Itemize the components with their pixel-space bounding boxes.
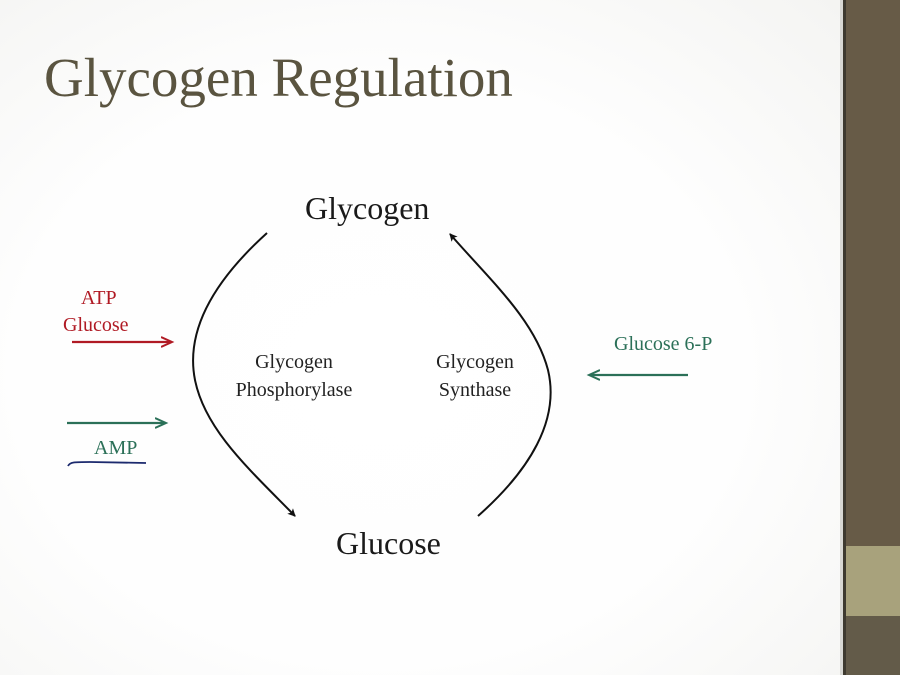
amp-underline-mark xyxy=(67,461,147,467)
effector-amp: AMP xyxy=(94,437,138,459)
sidebar-dark-edge xyxy=(843,0,846,675)
slide-canvas: Glycogen Regulation Glycogen Glucose Gly… xyxy=(0,0,843,675)
effector-glucose-6p: Glucose 6-P xyxy=(614,333,713,355)
arrow-phosphorylase-glycogen-to-glucose xyxy=(192,232,296,517)
arrow-synthase-glucose-to-glycogen xyxy=(449,233,552,517)
enzyme-phosphorylase-line2: Phosphorylase xyxy=(235,379,353,401)
pathway-arrows xyxy=(67,232,688,517)
slide-title: Glycogen Regulation xyxy=(44,47,513,108)
enzyme-glycogen-synthase: Glycogen Synthase xyxy=(428,348,522,404)
sidebar-bottom-block xyxy=(846,616,900,675)
node-glycogen: Glycogen xyxy=(305,190,430,226)
slide-sidebar-decoration xyxy=(840,0,900,675)
effector-atp: ATP xyxy=(81,287,117,309)
effector-glucose: Glucose xyxy=(63,314,129,336)
enzyme-synthase-line1: Glycogen xyxy=(436,351,514,373)
enzyme-glycogen-phosphorylase: Glycogen Phosphorylase xyxy=(220,348,368,404)
sidebar-accent-block xyxy=(846,546,900,616)
sidebar-light-edge xyxy=(840,0,843,675)
enzyme-phosphorylase-line1: Glycogen xyxy=(255,351,333,373)
enzyme-synthase-line2: Synthase xyxy=(438,379,512,401)
node-glucose: Glucose xyxy=(336,525,441,561)
